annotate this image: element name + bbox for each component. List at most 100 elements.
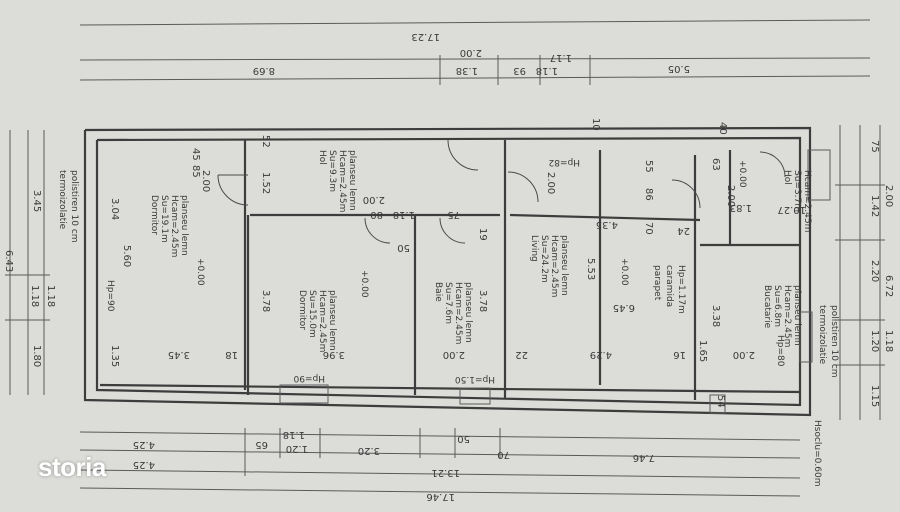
dim-left-3: 1.18: [45, 285, 56, 307]
level-2: +0.00: [619, 258, 629, 286]
inner-dim: 70: [643, 222, 654, 235]
windows: [279, 149, 831, 414]
inner-dim: 16: [673, 349, 686, 360]
termo-left-2: polistiren 10 cm: [69, 170, 79, 243]
hp-80: Hp=80: [775, 335, 785, 367]
left-dimension-lines: [5, 130, 50, 395]
inner-dim: 3.96: [323, 349, 345, 360]
room-name: Living: [529, 235, 539, 262]
room-height: Hcam=2.45m: [782, 285, 792, 347]
inner-dim: 22: [515, 349, 528, 360]
room-area: Su=19.1m: [159, 195, 169, 243]
inner-dim: 1.52: [260, 172, 271, 194]
room-area: Su=15.0m: [307, 290, 317, 338]
inner-dim: 85: [190, 165, 201, 178]
inner-dim: 1.35: [109, 345, 120, 367]
dim-bot-4: 3.20: [358, 445, 380, 456]
room-floor: planseu lemn: [179, 195, 189, 256]
room-area: Su=3.7m: [792, 170, 802, 212]
inner-dim: 6.45: [613, 302, 635, 313]
room-baie: Baie Su=7.6m Hcam=2.45m planseu lemn: [433, 282, 473, 344]
inner-dim: 52: [260, 135, 271, 148]
dim-right-0: 75: [869, 140, 880, 153]
hp-82: Hp=82: [549, 157, 580, 167]
dim-top-2: 2.00: [460, 47, 482, 58]
dim-bot-1: 65: [255, 439, 268, 450]
room-hol-1: Hol Su=9.3m Hcam=2.45m planseu lemn: [317, 150, 357, 212]
room-area: Su=24.2m: [539, 235, 549, 283]
dim-top-3-5: 5.05: [668, 63, 690, 74]
inner-dim: 2.00: [725, 185, 736, 207]
inner-dim: 40: [717, 122, 728, 135]
room-dormitor-2: Dormitor Su=15.0m Hcam=2.45m planseu lem…: [297, 290, 337, 352]
top-dimension-lines: [79, 19, 871, 85]
inner-dim: 10: [590, 118, 601, 131]
inner-dim: 1.18: [393, 209, 415, 220]
dim-top-3-4: 1.17: [550, 52, 572, 63]
room-bucatarie: Bucatarie Su=6.8m Hcam=2.45m planseu lem…: [762, 285, 802, 347]
room-height: Hcam=2.45m: [337, 150, 347, 212]
inner-dim: 45: [190, 148, 201, 161]
level-marks: +0.00 +0.00 +0.00 +0.00: [195, 160, 747, 298]
inner-dimension-texts: 3.04 5.60 2.00 85 45 1.52 52 3.78 3.96 3…: [109, 118, 806, 408]
inner-dim: 19: [477, 228, 488, 241]
room-area: Su=9.3m: [327, 150, 337, 192]
inner-dim: 55: [643, 160, 654, 173]
room-hol-2: Hol Su=3.7m Hcam=2.45m: [782, 170, 812, 232]
dim-right-3: 2.20: [869, 260, 880, 282]
dim-right-1: 1.42: [869, 195, 880, 217]
hp-90-b: Hp=90: [293, 373, 325, 383]
room-height: Hcam=2.45m: [169, 195, 179, 257]
room-height: Hcam=2.45m: [317, 290, 327, 352]
bottom-dimension-texts: 4.25 65 1.18 1.20 3.20 50 70 7.46 4.25 1…: [133, 429, 655, 502]
notes: termoizolatie polistiren 10 cm termoizol…: [57, 157, 839, 486]
room-floor: planseu lemn: [347, 150, 357, 211]
interior-walls: [99, 140, 801, 400]
dim-right-4: 1.20: [869, 330, 880, 352]
inner-dim: 1.83: [730, 202, 752, 213]
room-floor: planseu lemn: [792, 285, 802, 346]
inner-dim: 3.38: [710, 305, 721, 327]
dim-bot-total: 17.46: [426, 491, 455, 502]
room-name: Baie: [433, 282, 443, 302]
inner-dim: 10.27: [777, 204, 806, 215]
dim-bot-0: 4.25: [133, 439, 155, 450]
inner-dim: 2.00: [443, 349, 465, 360]
dim-bot-2: 1.18: [283, 429, 305, 440]
inner-dim: 86: [643, 188, 654, 201]
storia-logo: storia: [38, 452, 106, 482]
dim-top-3-0: 8.69: [253, 65, 275, 76]
parapet-3: Hp=1.17m: [676, 265, 686, 314]
parapet-2: caramida: [664, 265, 674, 307]
inner-dim: 3.78: [477, 290, 488, 312]
room-name: Hol: [782, 170, 792, 185]
room-floor: planseu lemn: [327, 290, 337, 351]
hp-150: Hp=1.50: [455, 374, 495, 384]
room-floor: planseu lemn: [559, 235, 569, 296]
inner-dim: 63: [710, 158, 721, 171]
room-floor: planseu lemn: [463, 282, 473, 343]
dim-right-7: 1.15: [869, 385, 880, 407]
inner-dim: 18: [225, 349, 238, 360]
room-area: Su=6.8m: [772, 285, 782, 327]
inner-dim: 24: [677, 225, 690, 236]
dim-bot-5: 50: [457, 433, 470, 444]
inner-dim: 3.45: [168, 349, 190, 360]
soclu: Hsoclu=0.60m: [812, 420, 822, 486]
dim-left-2: 1.18: [29, 285, 40, 307]
dim-bot-9: 13.21: [431, 467, 460, 478]
inner-dim: 2.00: [733, 349, 755, 360]
inner-dim: 4.35: [596, 219, 618, 230]
room-dormitor-1: Dormitor Su=19.1m Hcam=2.45m planseu lem…: [149, 195, 189, 257]
room-height: Hcam=2.45m: [453, 282, 463, 344]
room-name: Dormitor: [297, 290, 307, 330]
termo-left: termoizolatie: [57, 170, 67, 230]
level-3: +0.00: [737, 160, 747, 188]
dim-bot-6: 70: [497, 449, 510, 460]
top-dimension-texts: 17.23 2.00 8.69 1.38 93 1.18 1.17 5.05: [253, 31, 690, 76]
inner-dim: 80: [370, 209, 383, 220]
room-name: Hol: [317, 150, 327, 165]
dim-right-2: 2.00: [883, 185, 894, 207]
